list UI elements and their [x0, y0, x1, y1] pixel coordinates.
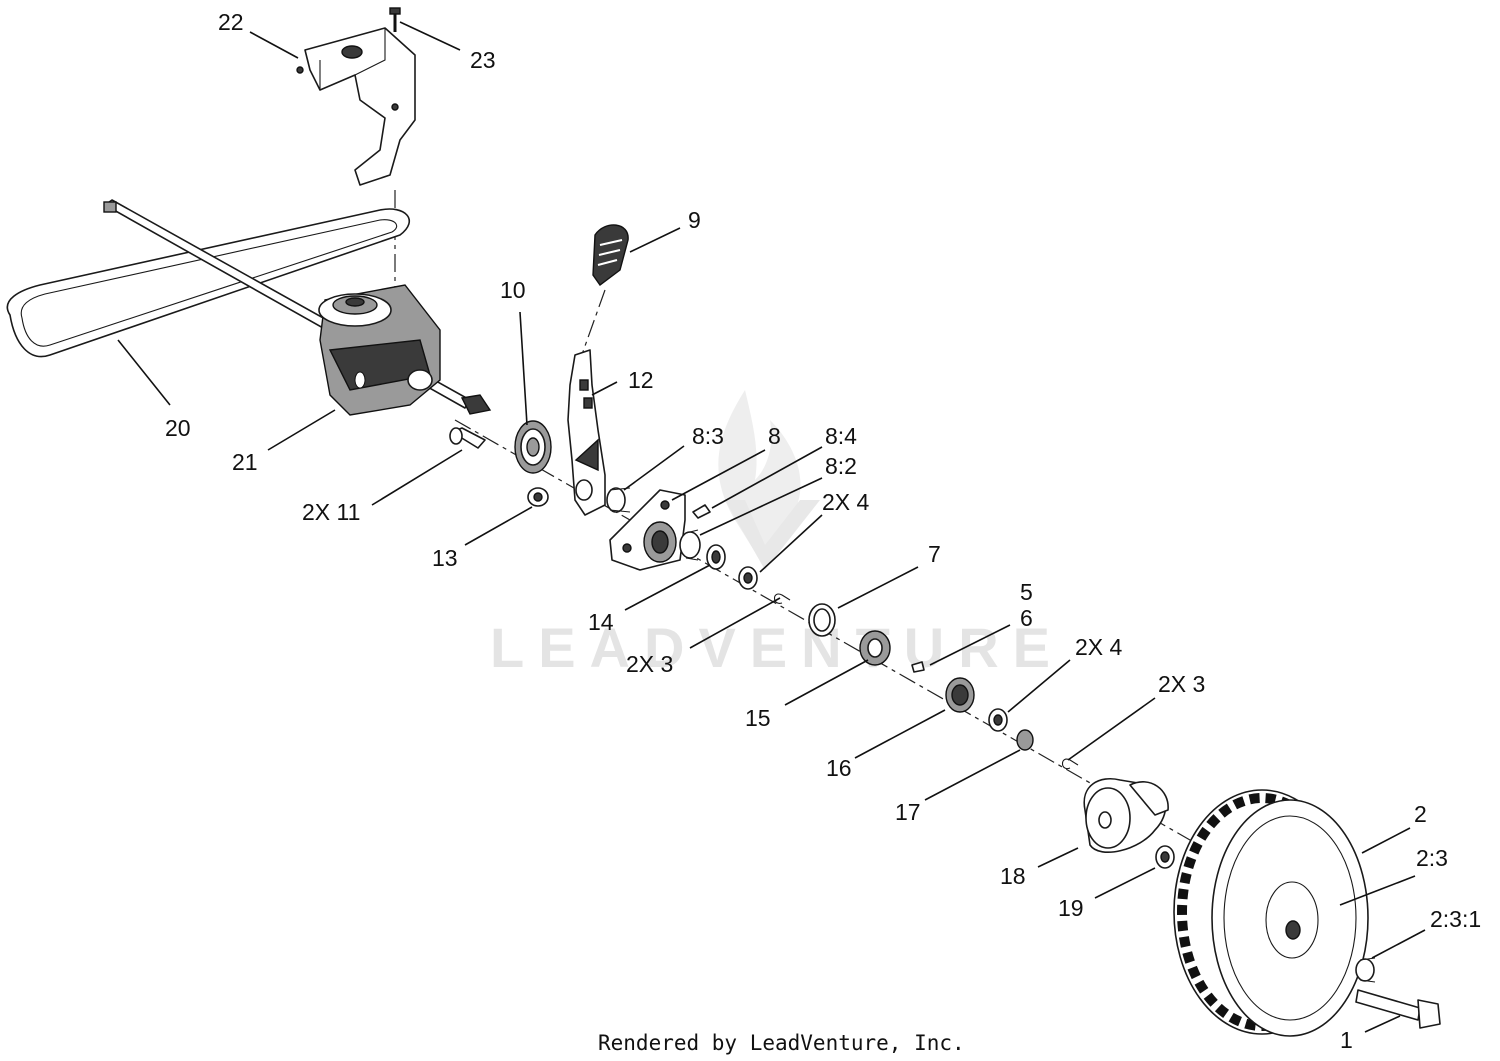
- callout-8-4: 8:4: [825, 423, 857, 449]
- callout-15: 15: [745, 705, 771, 731]
- part-bolt-1: [1355, 989, 1441, 1029]
- part-nut-13: [527, 487, 549, 507]
- callout-2: 2: [1414, 801, 1427, 827]
- part-cover-18: [1083, 778, 1169, 853]
- callout-8: 8: [768, 423, 781, 449]
- part-pivot-bracket-8: [609, 489, 686, 571]
- callout-2-3-1: 2:3:1: [1430, 906, 1481, 932]
- part-wheel-2: [1173, 789, 1369, 1037]
- part-washer-19: [1155, 845, 1175, 869]
- part-washer-4b: [988, 708, 1008, 732]
- callout-18: 18: [1000, 863, 1026, 889]
- leader-lines: [117, 21, 1426, 1033]
- part-key-6: [911, 661, 925, 673]
- callout-2x-3-a: 2X 3: [626, 651, 673, 677]
- part-bracket-22: [296, 27, 416, 186]
- part-spacer-8-3: [606, 487, 631, 513]
- callout-22: 22: [218, 9, 244, 35]
- watermark-text: LEADVENTURE: [490, 616, 1064, 679]
- callout-2-3: 2:3: [1416, 845, 1448, 871]
- callout-6: 6: [1020, 605, 1033, 631]
- callout-21: 21: [232, 449, 258, 475]
- callout-9: 9: [688, 207, 701, 233]
- callout-10: 10: [500, 277, 526, 303]
- part-gear-15: [859, 630, 891, 666]
- callout-2x-11: 2X 11: [302, 499, 360, 525]
- callout-13: 13: [432, 545, 458, 571]
- part-ring-7: [808, 603, 836, 637]
- callout-2x-4-a: 2X 4: [822, 489, 870, 515]
- part-belt-20: [6, 208, 411, 358]
- part-clip-3a: [773, 593, 791, 604]
- callout-17: 17: [895, 799, 921, 825]
- callout-2x-4-b: 2X 4: [1075, 634, 1123, 660]
- callout-8-3: 8:3: [692, 423, 724, 449]
- part-bushing-17: [1016, 729, 1034, 751]
- rendered-by-footer: Rendered by LeadVenture, Inc.: [598, 1031, 965, 1055]
- part-bushing-2-3-1: [1355, 957, 1376, 983]
- part-screw-23: [389, 7, 401, 32]
- callout-5: 5: [1020, 579, 1033, 605]
- part-pinion-16: [945, 677, 975, 713]
- callout-23: 23: [470, 47, 496, 73]
- part-washer-14: [706, 544, 726, 570]
- part-gearbox-21: [318, 284, 441, 416]
- callout-2x-3-b: 2X 3: [1158, 671, 1205, 697]
- part-bolts-11: [449, 427, 486, 449]
- callout-20: 20: [165, 415, 191, 441]
- knob-axis: [579, 289, 606, 361]
- part-clip-3b: [1061, 758, 1079, 770]
- part-lever-12: [567, 349, 606, 516]
- callout-14: 14: [588, 609, 614, 635]
- callout-1: 1: [1340, 1027, 1353, 1053]
- callout-12: 12: [628, 367, 654, 393]
- callout-7: 7: [928, 541, 941, 567]
- part-bushing-8-2: [679, 529, 701, 561]
- part-bushing-10: [514, 420, 552, 474]
- callout-labels: 22 23 20 21 2X 11 10 9 12 8:3 8 8:4 8:2 …: [165, 9, 1481, 1053]
- callout-16: 16: [826, 755, 852, 781]
- callout-8-2: 8:2: [825, 453, 857, 479]
- part-pin-8-4: [692, 504, 711, 519]
- callout-19: 19: [1058, 895, 1084, 921]
- part-knob-9: [592, 224, 629, 286]
- part-washer-4a: [738, 566, 758, 590]
